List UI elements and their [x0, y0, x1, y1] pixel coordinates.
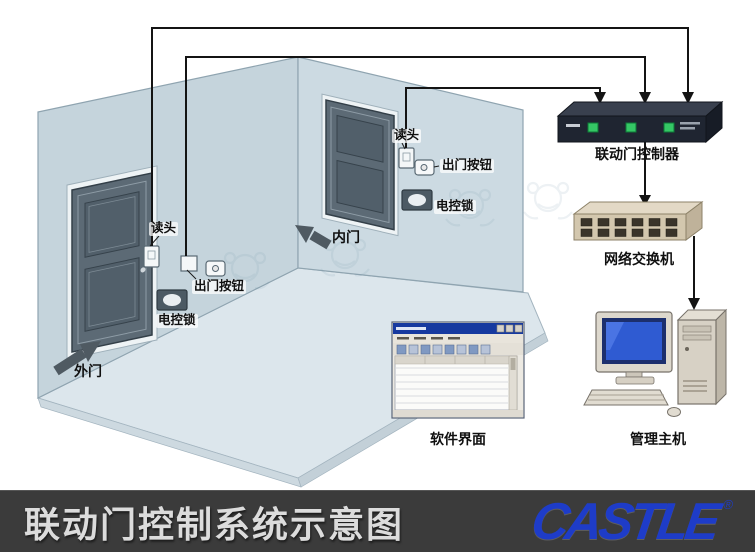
- wire-inner-reader: [405, 87, 601, 148]
- window-list: [394, 355, 518, 411]
- management-host-computer: [583, 308, 728, 417]
- software-window: [391, 321, 525, 419]
- outer-door: [66, 165, 158, 360]
- window-statusbar: [393, 410, 523, 417]
- mouse: [667, 407, 681, 417]
- caption-management-host: 管理主机: [630, 431, 686, 447]
- label-outer-door: 外门: [74, 363, 102, 379]
- inner-door: [321, 93, 399, 237]
- keyboard: [583, 389, 669, 406]
- label-inner-door: 内门: [332, 229, 360, 245]
- inner-door-components: [398, 147, 435, 211]
- network-switch-device: [572, 201, 704, 241]
- label-reader-inner: 读头: [392, 128, 422, 143]
- wire-outer-button: [185, 56, 646, 256]
- label-lock-outer: 电控锁: [156, 313, 198, 328]
- switch-ports: [580, 218, 678, 237]
- label-reader-outer: 读头: [149, 221, 179, 236]
- wire-arrowheads: [594, 92, 700, 310]
- controller-device: [556, 100, 724, 144]
- wire-outer-reader: [151, 27, 689, 246]
- label-exit-button-outer: 出门按钮: [192, 279, 247, 294]
- caption-controller: 联动门控制器: [595, 146, 679, 162]
- wiring: [151, 27, 695, 298]
- brand-logo: CASTLE ®: [528, 493, 735, 551]
- diagram-canvas: [36, 27, 728, 488]
- controller-led: [587, 122, 599, 133]
- caption-software-ui: 软件界面: [430, 431, 486, 447]
- label-exit-button-inner: 出门按钮: [440, 158, 495, 173]
- card-reader-inner: [398, 147, 415, 169]
- window-titlebar: [393, 323, 523, 334]
- card-reader-outer: [143, 245, 160, 268]
- caption-network-switch: 网络交换机: [604, 251, 674, 267]
- registered-trademark-icon: ®: [722, 496, 735, 512]
- inner-door-arrow: [295, 225, 332, 250]
- controller-led: [663, 122, 675, 133]
- outer-door-components: [143, 245, 226, 311]
- leader-lines: [149, 142, 440, 280]
- label-lock-inner: 电控锁: [434, 199, 476, 214]
- page-title: 联动门控制系统示意图: [24, 503, 405, 545]
- title-bar: 联动门控制系统示意图 CASTLE ®: [0, 490, 755, 552]
- controller-led: [625, 122, 637, 133]
- diagram-area: 读头 出门按钮 电控锁 读头 出门按钮 电控锁 外门 内门 联动门控制器 网络交…: [36, 27, 728, 488]
- brand-logo-text: CASTLE: [528, 492, 721, 551]
- outer-door-arrow: [53, 341, 101, 376]
- toolbar-icons: [396, 344, 491, 355]
- junction-box-outer: [180, 255, 198, 272]
- window-buttons: [496, 324, 505, 333]
